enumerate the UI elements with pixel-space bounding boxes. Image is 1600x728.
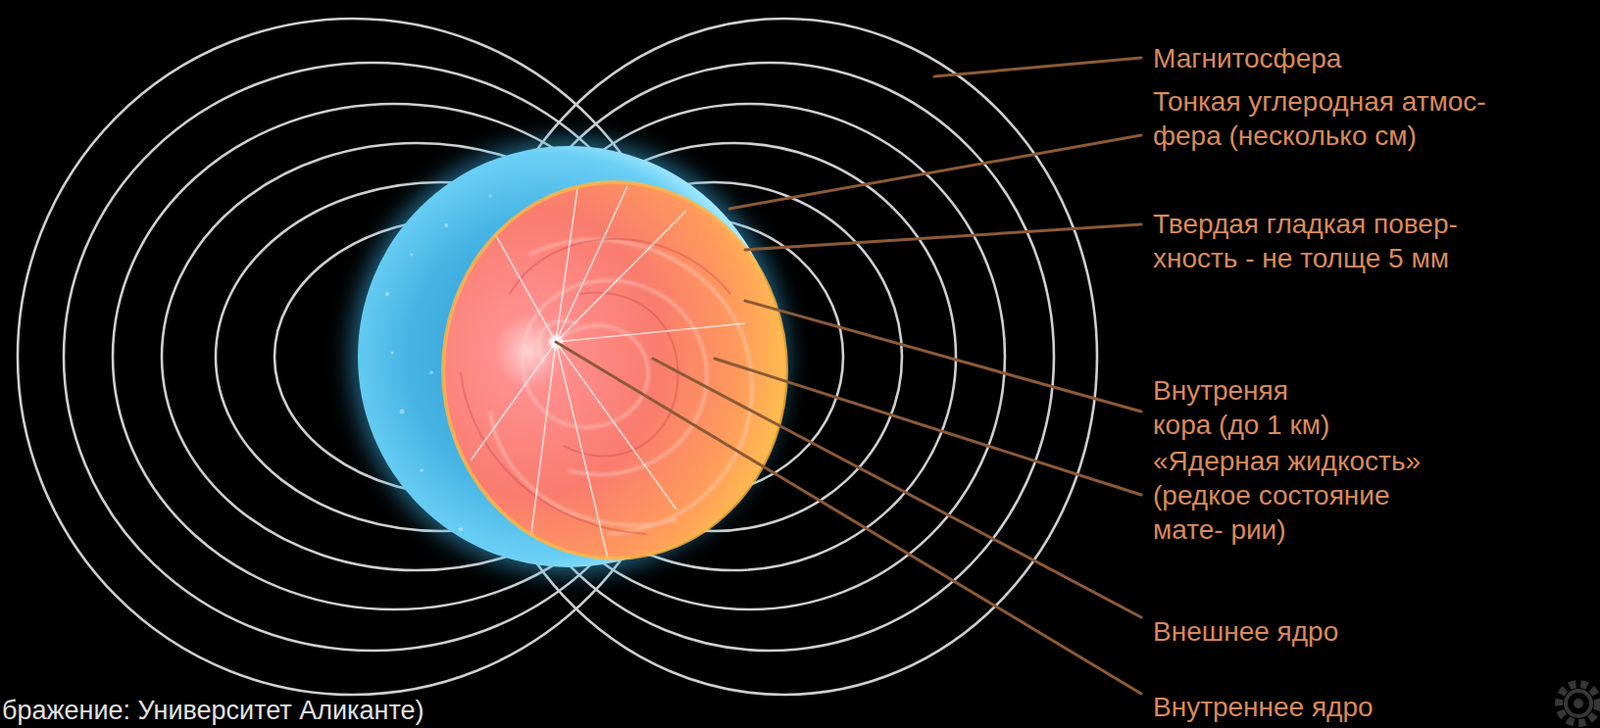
part-label: Внутреняя кора (до 1 км) [1152,373,1333,443]
interior-swirls [460,181,752,559]
watermark-gear [1558,684,1599,724]
part-label: «Ядерная жидкость» (редкое состояние мат… [1152,444,1424,548]
star-glow [350,139,787,575]
part-label: Тонкая углеродная атмос- фера (несколько… [1152,84,1489,153]
part-label: Магнитосфера [1152,41,1342,76]
leader-lines [555,57,1142,695]
part-label: Внешнее ядро [1152,614,1339,650]
cut-rim [443,182,787,559]
cut-face [443,182,787,559]
field-lines [17,18,1098,696]
credit-caption: бражение: Университет Аликанте) [1,696,424,726]
part-label: Твердая гладкая повер- хность - не толще… [1152,206,1460,276]
part-label: Внутреннее ядро [1152,690,1374,725]
